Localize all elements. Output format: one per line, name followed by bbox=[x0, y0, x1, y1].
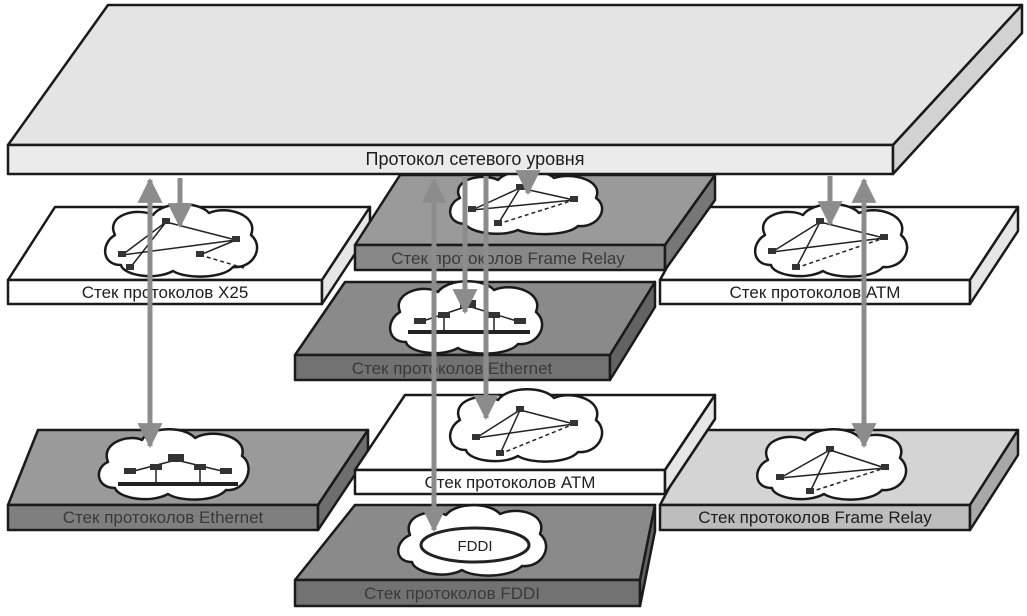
network-layer-label: Протокол сетевого уровня bbox=[366, 149, 585, 169]
stack-label: Стек протоколов Ethernet bbox=[352, 359, 553, 378]
fddi-cloud-icon: FDDI bbox=[397, 503, 548, 577]
network-layer-protocol-slab: Протокол сетевого уровня bbox=[6, 3, 1024, 176]
stack-label: Стек протоколов ATM bbox=[425, 473, 596, 492]
stack-label: Стек протоколов X25 bbox=[82, 283, 249, 302]
stack-frame-relay-upper: Стек протоколов Frame Relay bbox=[353, 169, 717, 272]
stack-label: Стек протоколов ATM bbox=[730, 283, 901, 302]
fddi-ring-label: FDDI bbox=[458, 538, 493, 555]
stack-ethernet-middle: Стек протоколов Ethernet bbox=[293, 280, 657, 382]
atm-cloud-icon bbox=[449, 388, 604, 463]
stack-frame-relay-lower: Стек протоколов Frame Relay bbox=[658, 428, 1020, 532]
stack-ethernet-lower: Стек протоколов Ethernet bbox=[6, 428, 370, 532]
stack-label: Стек протоколов Frame Relay bbox=[698, 508, 932, 527]
stack-label: Стек протоколов Frame Relay bbox=[391, 249, 625, 268]
connection-arrows bbox=[137, 170, 877, 533]
stack-label: Стек протоколов Ethernet bbox=[63, 508, 264, 527]
stack-fddi: FDDI Стек протоколов FDDI bbox=[293, 503, 657, 608]
stack-atm-lower: Стек протоколов ATM bbox=[353, 388, 717, 496]
stack-x25: Стек протоколов X25 bbox=[6, 203, 372, 306]
stack-atm-upper: Стек протоколов ATM bbox=[658, 203, 1020, 306]
frame-relay-cloud-icon bbox=[756, 428, 908, 501]
ethernet-cloud-icon bbox=[97, 428, 250, 501]
stack-label: Стек протоколов FDDI bbox=[364, 584, 540, 603]
